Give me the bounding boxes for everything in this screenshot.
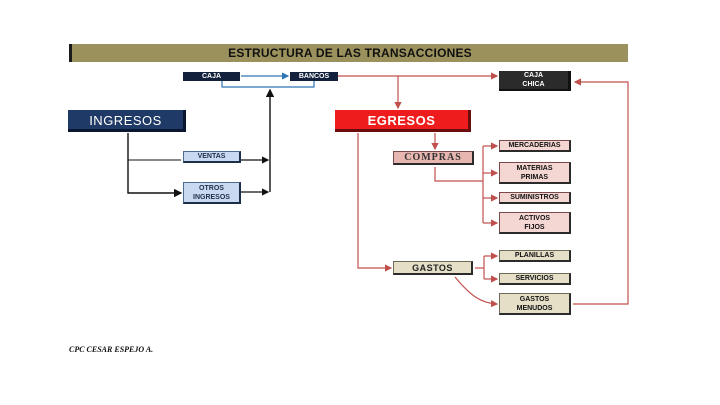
ventas-box: VENTAS	[183, 151, 241, 163]
compras-box: COMPRAS	[393, 151, 474, 165]
materias-primas-box: MATERIAS PRIMAS	[499, 162, 571, 184]
bancos-box: BANCOS	[290, 72, 338, 81]
otros-ingresos-box: OTROS INGRESOS	[183, 182, 241, 204]
diagram-title: ESTRUCTURA DE LAS TRANSACCIONES	[69, 44, 628, 62]
servicios-box: SERVICIOS	[499, 273, 571, 285]
mercaderias-box: MERCADERIAS	[499, 140, 571, 152]
caja-box: CAJA	[183, 72, 240, 81]
author-credit: CPC CESAR ESPEJO A.	[69, 345, 154, 354]
activos-fijos-box: ACTIVOS FIJOS	[499, 212, 571, 234]
gastos-box: GASTOS	[393, 261, 473, 275]
caja-chica-box: CAJA CHICA	[499, 71, 571, 91]
egresos-header: EGRESOS	[335, 110, 471, 132]
gastos-menudos-box: GASTOS MENUDOS	[499, 293, 571, 315]
ingresos-header: INGRESOS	[68, 110, 186, 132]
planillas-box: PLANILLAS	[499, 250, 571, 262]
suministros-box: SUMINISTROS	[499, 192, 571, 204]
